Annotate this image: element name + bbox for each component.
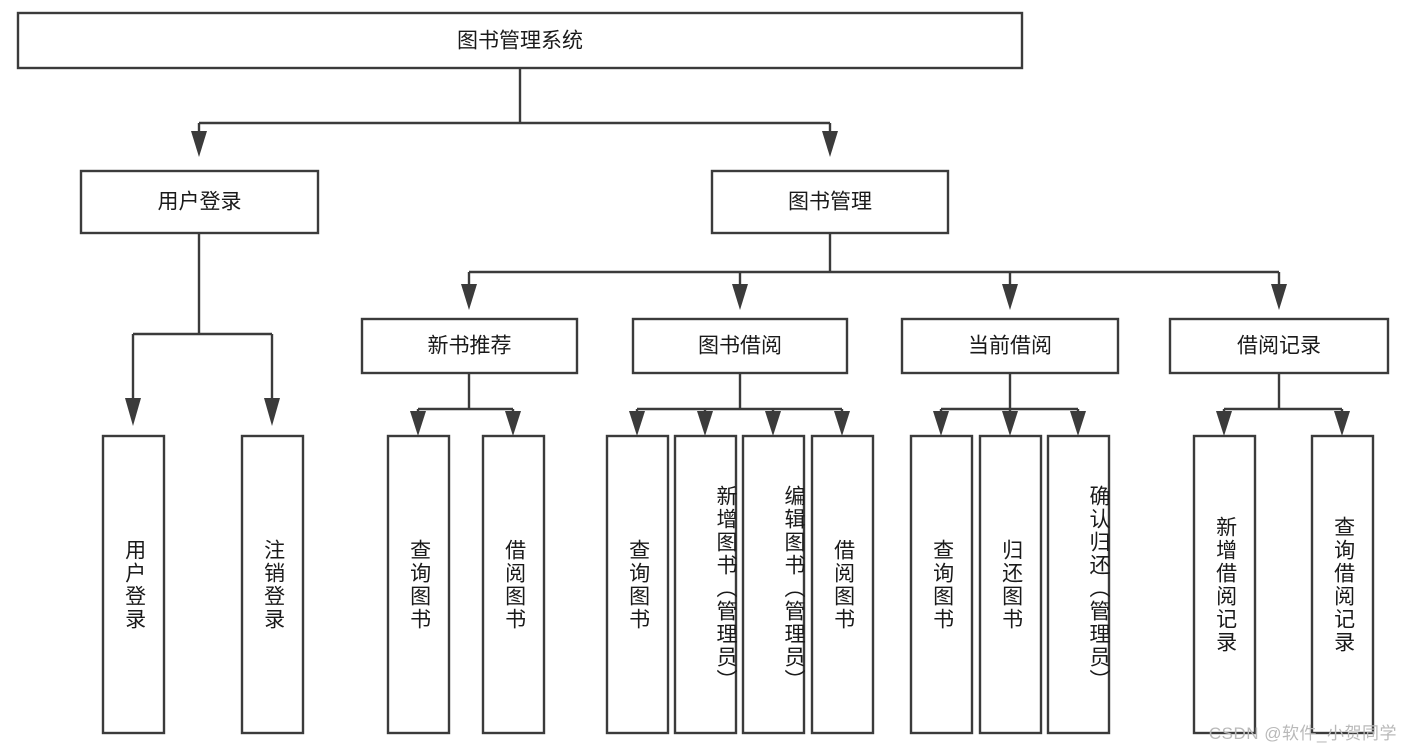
connector-group-bookborrow (629, 373, 850, 436)
leaf-return-book-box[interactable] (978, 434, 1043, 735)
leaf-confirm-return-admin-label: 确认归还（管理员） (1087, 485, 1110, 692)
leaf-add-book-admin-box[interactable] (673, 434, 738, 735)
leaf-borrow-book-1-box[interactable] (481, 434, 546, 735)
leaf-logout-box[interactable] (240, 434, 305, 735)
leaf-query-book-1-label: 查询图书 (407, 538, 431, 631)
leaf-query-book-1-box[interactable] (386, 434, 451, 735)
leaf-borrow-book-2-label: 借阅图书 (831, 538, 855, 631)
node-current-borrow-box[interactable] (900, 317, 1120, 375)
node-borrow-record-label: 借阅记录 (1237, 335, 1321, 358)
leaf-user-login-box[interactable] (101, 434, 166, 735)
arrow-cb-leaf-2 (1002, 411, 1018, 436)
arrow-bb-leaf-3 (765, 411, 781, 436)
node-current-borrow-label: 当前借阅 (968, 335, 1052, 358)
node-user-login-label: 用户登录 (158, 191, 242, 214)
connector-group-userlogin (125, 233, 280, 426)
leaf-add-record-box[interactable] (1192, 434, 1257, 735)
arrow-bb-leaf-4 (834, 411, 850, 436)
leaf-add-book-admin-label: 新增图书（管理员） (714, 485, 737, 692)
connector-group-currentborrow (933, 373, 1086, 436)
arrow-root-to-bookmanage (822, 131, 838, 157)
node-book-manage-box[interactable] (710, 169, 950, 235)
leaf-query-record-box[interactable] (1310, 434, 1375, 735)
arrow-br-leaf-1 (1216, 411, 1232, 436)
arrow-nb-leaf-1 (410, 411, 426, 436)
arrow-bm-to-currentborrow (1002, 284, 1018, 310)
node-new-book-rec-label: 新书推荐 (428, 335, 512, 358)
node-borrow-record-box[interactable] (1168, 317, 1390, 375)
connector-group-borrowrecord (1216, 373, 1350, 436)
leaf-confirm-return-admin-box[interactable] (1046, 434, 1111, 735)
leaf-borrow-book-2-box[interactable] (810, 434, 875, 735)
csdn-watermark: CSDN @软件_小贺同学 (1208, 724, 1397, 743)
connector-group-newbook (410, 373, 521, 436)
node-root-box[interactable] (16, 11, 1024, 70)
leaf-user-login-label: 用户登录 (122, 538, 146, 631)
connector-group-root (191, 68, 838, 157)
arrow-br-leaf-2 (1334, 411, 1350, 436)
leaf-query-book-2-label: 查询图书 (626, 538, 650, 631)
node-new-book-rec-box[interactable] (360, 317, 579, 375)
arrow-bb-leaf-2 (697, 411, 713, 436)
leaf-query-record-label: 查询借阅记录 (1331, 515, 1355, 654)
arrow-userlogin-leaf-2 (264, 398, 280, 426)
node-book-borrow-box[interactable] (631, 317, 849, 375)
arrow-nb-leaf-2 (505, 411, 521, 436)
arrow-bm-to-bookborrow (732, 284, 748, 310)
leaf-query-book-2-box[interactable] (605, 434, 670, 735)
leaf-query-book-3-label: 查询图书 (930, 538, 954, 631)
node-book-manage-label: 图书管理 (788, 191, 872, 214)
arrow-cb-leaf-3 (1070, 411, 1086, 436)
leaf-borrow-book-1-label: 借阅图书 (502, 538, 526, 631)
node-user-login-box[interactable] (79, 169, 320, 235)
node-root-label: 图书管理系统 (457, 30, 583, 53)
leaf-edit-book-admin-label: 编辑图书（管理员） (782, 485, 805, 692)
connector-group-bookmanage (461, 233, 1287, 310)
arrow-bm-to-newbook (461, 284, 477, 310)
node-book-borrow-label: 图书借阅 (698, 335, 782, 358)
leaf-add-record-label: 新增借阅记录 (1213, 515, 1237, 654)
arrow-cb-leaf-1 (933, 411, 949, 436)
leaf-logout-label: 注销登录 (261, 538, 285, 631)
leaf-query-book-3-box[interactable] (909, 434, 974, 735)
arrow-bm-to-borrowrecord (1271, 284, 1287, 310)
leaf-return-book-label: 归还图书 (999, 538, 1023, 631)
arrow-bb-leaf-1 (629, 411, 645, 436)
leaf-edit-book-admin-box[interactable] (741, 434, 806, 735)
arrow-userlogin-leaf-1 (125, 398, 141, 426)
arrow-root-to-userlogin (191, 131, 207, 157)
